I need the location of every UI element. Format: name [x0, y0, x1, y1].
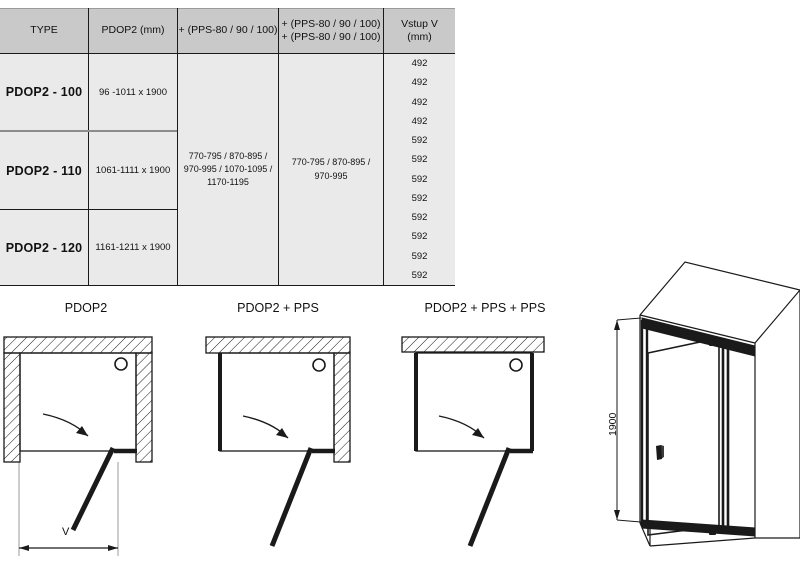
wall-hatching — [205, 336, 351, 463]
column-separator-3 — [278, 8, 279, 285]
left-profile — [640, 320, 649, 528]
cell-vstup-0: 492 — [411, 58, 428, 70]
table-header-pdop2: PDOP2 (mm) — [89, 8, 177, 53]
pps-single-line-0: 770-795 / 870-895 / — [188, 150, 268, 161]
table-row: PDOP2 - 100 — [0, 54, 88, 130]
hinge-bottom — [709, 525, 716, 535]
pps-single-line-1: 970-995 / 1070-1095 / — [183, 163, 273, 174]
cell-dimension-2: 1161-1211 x 1900 — [95, 242, 171, 253]
table-cell-vstup: 492 — [384, 54, 455, 74]
table-cell-vstup: 592 — [384, 131, 455, 151]
cell-vstup-4: 592 — [411, 135, 428, 147]
cell-dimension-1: 1061-1111 x 1900 — [95, 165, 171, 176]
table-header-type: TYPE — [0, 8, 88, 53]
table-cell-vstup: 592 — [384, 150, 455, 170]
header-divider — [0, 53, 455, 54]
dimension-label-height: 1900 — [607, 412, 619, 436]
cell-vstup-3: 492 — [411, 115, 428, 127]
header-label-vstup-line1: Vstup V — [401, 17, 438, 30]
column-separator-2 — [177, 8, 178, 285]
wall-hatching — [3, 336, 153, 463]
cell-vstup-8: 592 — [411, 212, 428, 224]
dimension-height — [614, 317, 642, 523]
table-cell-vstup: 492 — [384, 92, 455, 112]
plan-title-pdop2: PDOP2 — [64, 301, 108, 315]
plan-diagram-pdop2: V — [0, 334, 190, 559]
dimension-label-v: V — [62, 526, 70, 538]
header-label-vstup-line2: (mm) — [407, 31, 432, 43]
table-cell-vstup: 492 — [384, 111, 455, 131]
cell-vstup-2: 492 — [411, 96, 428, 108]
plan-diagram-pdop2-pps-pps — [392, 334, 582, 559]
cell-vstup-1: 492 — [411, 77, 428, 89]
dimension-opening-width — [19, 545, 118, 551]
table-cell-dimension: 1061-1111 x 1900 — [89, 132, 177, 209]
pps-double-line-0: 770-795 / 870-895 / — [291, 157, 371, 168]
plan-diagram-pdop2-pps — [198, 334, 388, 559]
header-label-type: TYPE — [30, 24, 58, 37]
cell-vstup-6: 592 — [411, 173, 428, 185]
plan-title-pdop2-pps: PDOP2 + PPS — [237, 301, 319, 315]
header-label-pps-double-line1: + (PPS-80 / 90 / 100) — [281, 17, 381, 30]
door-leaf — [467, 447, 512, 547]
header-label-pps-double-line2: + (PPS-80 / 90 / 100) — [281, 31, 381, 43]
hinge-circle — [114, 357, 128, 371]
table-cell-vstup: 592 — [384, 265, 455, 285]
hinge-circle — [312, 358, 326, 372]
enclosure-outline — [415, 352, 533, 452]
table-row: PDOP2 - 110 — [0, 132, 88, 209]
hinge-top — [709, 336, 716, 346]
enclosure-box — [639, 261, 800, 547]
enclosure-outline — [19, 352, 137, 452]
cell-vstup-5: 592 — [411, 154, 428, 166]
fixed-glass-panel — [721, 340, 730, 531]
table-cell-pps-double: 770-795 / 870-895 / 970-995 — [279, 54, 383, 285]
table-cell-vstup: 592 — [384, 246, 455, 266]
wall-hatching — [401, 336, 545, 353]
table-cell-vstup: 592 — [384, 169, 455, 189]
table-bottom-border — [0, 285, 455, 286]
table-cell-vstup: 592 — [384, 227, 455, 247]
swing-arrow — [242, 415, 289, 439]
door-leaf — [70, 446, 116, 532]
header-label-pdop2: PDOP2 (mm) — [101, 24, 165, 37]
row-separator-1 — [0, 130, 177, 132]
table-header-pps-single: + (PPS-80 / 90 / 100) — [178, 8, 278, 53]
table-row: PDOP2 - 120 — [0, 210, 88, 285]
plan-title-pdop2-pps-pps: PDOP2 + PPS + PPS — [424, 301, 546, 315]
swing-arrow — [438, 415, 485, 439]
enclosure-outline — [219, 352, 335, 452]
cell-type-2: PDOP2 - 120 — [5, 240, 83, 255]
cell-dimension-0: 96 -1011 x 1900 — [99, 86, 167, 98]
specification-table: TYPE PDOP2 (mm) + (PPS-80 / 90 / 100) + … — [0, 8, 455, 286]
isometric-view: 1900 — [595, 248, 800, 560]
swing-arrow — [42, 413, 89, 437]
door-leaf — [269, 447, 314, 547]
door-handle-icon — [656, 445, 664, 460]
hinge-circle — [509, 358, 523, 372]
cell-vstup-11: 592 — [411, 269, 428, 281]
door-leaf-3d — [647, 337, 720, 536]
column-separator-4 — [383, 8, 384, 285]
table-cell-vstup: 592 — [384, 208, 455, 228]
table-cell-dimension: 96 -1011 x 1900 — [89, 54, 177, 130]
table-cell-vstup: 492 — [384, 73, 455, 93]
table-header-pps-double: + (PPS-80 / 90 / 100) + (PPS-80 / 90 / 1… — [279, 8, 383, 53]
cell-vstup-10: 592 — [411, 250, 428, 262]
table-cell-vstup: 592 — [384, 188, 455, 208]
table-cell-pps-single: 770-795 / 870-895 / 970-995 / 1070-1095 … — [178, 54, 278, 285]
cell-vstup-9: 592 — [411, 231, 428, 243]
header-label-pps-single: + (PPS-80 / 90 / 100) — [178, 24, 278, 37]
pps-double-line-1: 970-995 — [314, 170, 348, 181]
table-cell-dimension: 1161-1211 x 1900 — [89, 210, 177, 285]
cell-type-0: PDOP2 - 100 — [5, 85, 83, 99]
column-separator-1 — [88, 8, 89, 285]
cell-type-1: PDOP2 - 110 — [6, 163, 82, 178]
table-header-vstup: Vstup V (mm) — [384, 8, 455, 53]
cell-vstup-7: 592 — [411, 192, 428, 204]
tray-guides — [18, 462, 119, 556]
row-separator-2 — [0, 209, 177, 210]
pps-single-line-2: 1170-1195 — [207, 177, 249, 188]
